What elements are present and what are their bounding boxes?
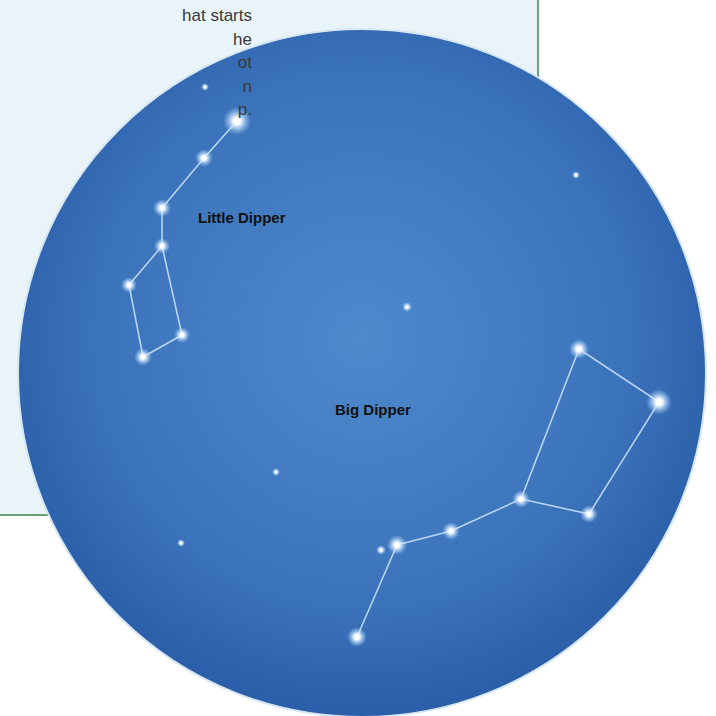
star-core xyxy=(201,155,206,160)
star xyxy=(177,539,185,547)
star xyxy=(580,505,598,523)
star-core xyxy=(204,86,207,89)
sky-disc xyxy=(18,29,706,716)
star-core xyxy=(159,205,164,210)
star xyxy=(347,627,367,647)
stars xyxy=(121,83,672,647)
constellation-lines xyxy=(129,121,659,637)
star-core xyxy=(394,542,400,548)
star xyxy=(201,83,209,91)
panel-text: ot xyxy=(238,53,252,73)
panel-text: n xyxy=(243,77,252,97)
star xyxy=(174,327,190,343)
star xyxy=(572,171,580,179)
star xyxy=(272,468,280,476)
star-core xyxy=(140,354,145,359)
star-core xyxy=(655,398,662,405)
star-core xyxy=(127,283,131,287)
star xyxy=(121,277,137,293)
constellation-name: Little Dipper xyxy=(198,209,286,227)
star xyxy=(195,149,213,167)
star xyxy=(512,490,530,508)
star-core xyxy=(448,528,453,533)
panel-text: he xyxy=(233,30,252,50)
star-core xyxy=(180,542,183,545)
star xyxy=(376,545,386,555)
panel-text: p. xyxy=(238,100,252,120)
star xyxy=(387,535,407,555)
star xyxy=(442,522,460,540)
star-core xyxy=(575,174,578,177)
star-core xyxy=(275,471,278,474)
star-core xyxy=(160,244,164,248)
star xyxy=(134,348,152,366)
star-core xyxy=(180,333,184,337)
constellation-name: Big Dipper xyxy=(335,401,411,419)
star xyxy=(646,389,672,415)
star xyxy=(569,339,589,359)
star-core xyxy=(576,346,582,352)
star-core xyxy=(380,549,383,552)
star xyxy=(402,302,412,312)
star-core xyxy=(586,511,591,516)
star-core xyxy=(406,306,409,309)
star xyxy=(154,238,170,254)
star xyxy=(153,199,171,217)
star-core xyxy=(518,496,523,501)
panel-text: hat starts xyxy=(182,6,252,26)
star-core xyxy=(354,634,360,640)
